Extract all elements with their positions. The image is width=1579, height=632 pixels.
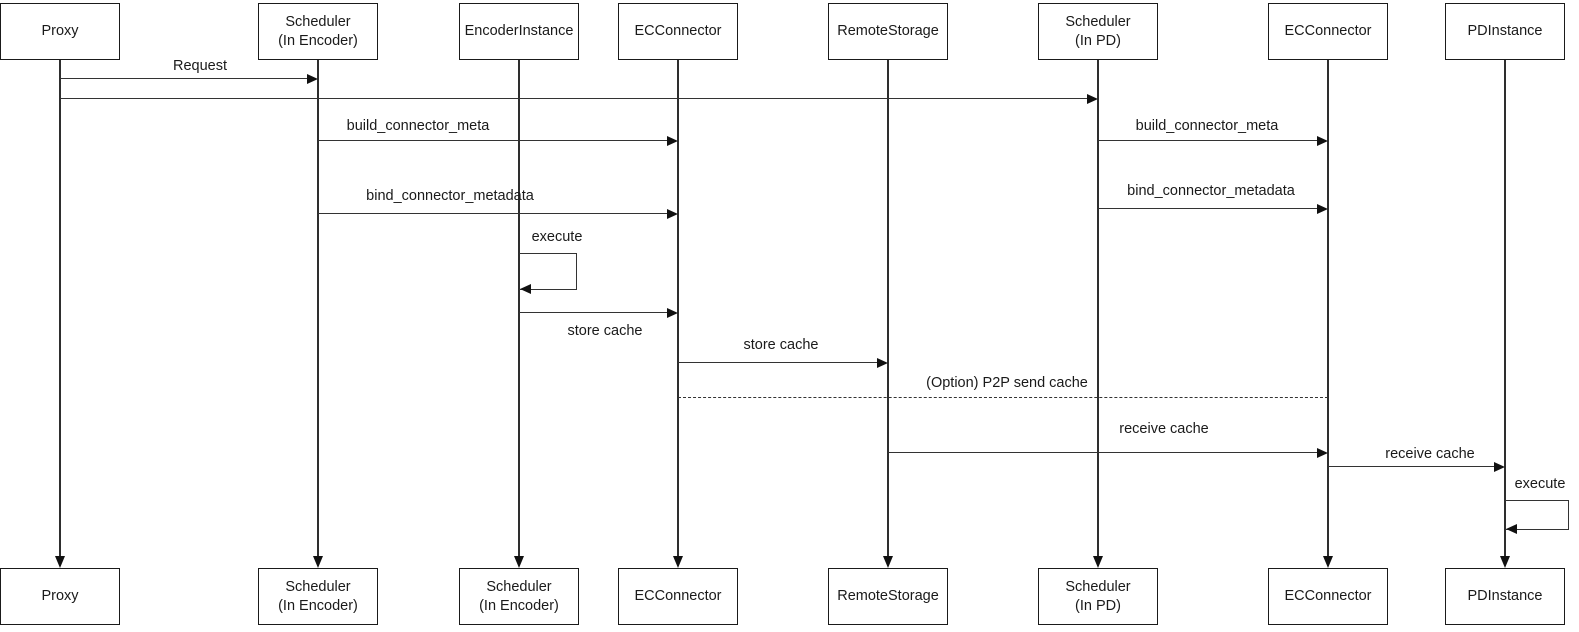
message-label-build-connector-meta-enc: build_connector_meta <box>346 118 490 134</box>
participant-bottom-box-ec-connector-right: ECConnector <box>1268 568 1388 625</box>
participant-label-line: ECConnector <box>1284 23 1372 39</box>
participant-top-box-scheduler-pd: Scheduler (In PD) <box>1038 3 1158 60</box>
self-message-loop-execute-encoder <box>519 253 577 290</box>
message-label-bind-connector-metadata-enc: bind_connector_metadata <box>366 188 534 204</box>
message-line-store-cache-enc-to-ec <box>519 312 676 313</box>
participant-bottom-box-encoder-instance: Scheduler (In Encoder) <box>459 568 579 625</box>
participant-top-box-remote-storage: RemoteStorage <box>828 3 948 60</box>
self-message-label-execute-encoder: execute <box>531 229 583 245</box>
self-message-arrowhead-execute-encoder <box>520 284 531 295</box>
message-arrowhead-store-cache-enc-to-ec <box>667 308 678 318</box>
message-arrowhead-request <box>307 74 318 84</box>
message-line-bind-connector-metadata-pd <box>1098 208 1326 209</box>
lifeline-arrowhead-remote-storage <box>882 556 893 568</box>
participant-top-box-pd-instance: PDInstance <box>1445 3 1565 60</box>
participant-bottom-box-remote-storage: RemoteStorage <box>828 568 948 625</box>
message-label-bind-connector-metadata-pd: bind_connector_metadata <box>1127 183 1295 199</box>
message-label-p2p-send-cache: (Option) P2P send cache <box>926 375 1088 391</box>
participant-label-line: (In PD) <box>1075 32 1121 49</box>
lifeline-remote-storage <box>887 60 889 556</box>
lifeline-proxy <box>59 60 61 556</box>
participant-label-line: PDInstance <box>1467 588 1543 604</box>
lifeline-arrowhead-scheduler-encoder <box>312 556 323 568</box>
participant-label-line: Scheduler <box>285 13 351 30</box>
participant-top-box-scheduler-encoder: Scheduler (In Encoder) <box>258 3 378 60</box>
message-arrowhead-build-connector-meta-enc <box>667 136 678 146</box>
message-label-build-connector-meta-pd: build_connector_meta <box>1135 118 1279 134</box>
participant-bottom-box-proxy: Proxy <box>0 568 120 625</box>
message-line-store-cache-ec-to-remote <box>678 362 886 363</box>
lifeline-arrowhead-ec-connector-left <box>672 556 683 568</box>
lifeline-arrowhead-encoder-instance <box>513 556 524 568</box>
lifeline-arrowhead-pd-instance <box>1499 556 1510 568</box>
participant-label-line: ECConnector <box>1284 588 1372 604</box>
participant-top-box-proxy: Proxy <box>0 3 120 60</box>
participant-label-line: RemoteStorage <box>837 23 939 39</box>
message-arrowhead-store-cache-ec-to-remote <box>877 358 888 368</box>
participant-top-box-ec-connector-left: ECConnector <box>618 3 738 60</box>
self-message-loop-execute-pd <box>1505 500 1569 530</box>
lifeline-scheduler-pd <box>1097 60 1099 556</box>
participant-label-line: (In PD) <box>1075 597 1121 614</box>
message-label-store-cache-ec-to-remote: store cache <box>743 337 819 353</box>
participant-bottom-box-scheduler-encoder: Scheduler (In Encoder) <box>258 568 378 625</box>
message-line-request <box>60 78 316 79</box>
message-label-receive-cache-remote-to-ec: receive cache <box>1119 421 1209 437</box>
self-message-arrowhead-execute-pd <box>1506 524 1517 535</box>
message-arrowhead-receive-cache-remote-to-ec <box>1317 448 1328 458</box>
message-line-bind-connector-metadata-enc <box>318 213 676 214</box>
lifeline-scheduler-encoder <box>317 60 319 556</box>
participant-bottom-box-pd-instance: PDInstance <box>1445 568 1565 625</box>
self-message-label-execute-pd: execute <box>1514 476 1566 492</box>
participant-top-box-encoder-instance: EncoderInstance <box>459 3 579 60</box>
message-line-p2p-send-cache <box>678 397 1328 398</box>
participant-label-line: Proxy <box>41 588 79 604</box>
message-label-request: Request <box>172 58 228 74</box>
participant-label-line: PDInstance <box>1467 23 1543 39</box>
lifeline-encoder-instance <box>518 60 520 556</box>
participant-bottom-box-scheduler-pd: Scheduler (In PD) <box>1038 568 1158 625</box>
message-arrowhead-receive-cache-ec-to-pd <box>1494 462 1505 472</box>
participant-label-line: (In Encoder) <box>479 597 559 614</box>
message-label-store-cache-enc-to-ec: store cache <box>567 323 643 339</box>
message-arrowhead-bind-connector-metadata-enc <box>667 209 678 219</box>
message-line-receive-cache-ec-to-pd <box>1328 466 1503 467</box>
participant-label-line: EncoderInstance <box>464 23 574 39</box>
participant-label-line: Scheduler <box>1065 578 1131 595</box>
lifeline-arrowhead-scheduler-pd <box>1092 556 1103 568</box>
participant-label-line: Scheduler <box>285 578 351 595</box>
lifeline-arrowhead-proxy <box>54 556 65 568</box>
participant-label-line: (In Encoder) <box>278 32 358 49</box>
lifeline-ec-connector-right <box>1327 60 1329 556</box>
participant-label-line: Proxy <box>41 23 79 39</box>
message-line-build-connector-meta-enc <box>318 140 676 141</box>
message-line-build-connector-meta-pd <box>1098 140 1326 141</box>
participant-bottom-box-ec-connector-left: ECConnector <box>618 568 738 625</box>
lifeline-arrowhead-ec-connector-right <box>1322 556 1333 568</box>
message-label-receive-cache-ec-to-pd: receive cache <box>1385 446 1475 462</box>
participant-label-line: Scheduler <box>486 578 552 595</box>
participant-label-line: ECConnector <box>634 588 722 604</box>
message-arrowhead-bind-connector-metadata-pd <box>1317 204 1328 214</box>
participant-label-line: Scheduler <box>1065 13 1131 30</box>
lifeline-pd-instance <box>1504 60 1506 556</box>
participant-label-line: RemoteStorage <box>837 588 939 604</box>
participant-label-line: (In Encoder) <box>278 597 358 614</box>
message-arrowhead-build-connector-meta-pd <box>1317 136 1328 146</box>
message-line-forward-to-pd <box>60 98 1096 99</box>
participant-label-line: ECConnector <box>634 23 722 39</box>
message-arrowhead-forward-to-pd <box>1087 94 1098 104</box>
message-line-receive-cache-remote-to-ec <box>888 452 1326 453</box>
participant-top-box-ec-connector-right: ECConnector <box>1268 3 1388 60</box>
